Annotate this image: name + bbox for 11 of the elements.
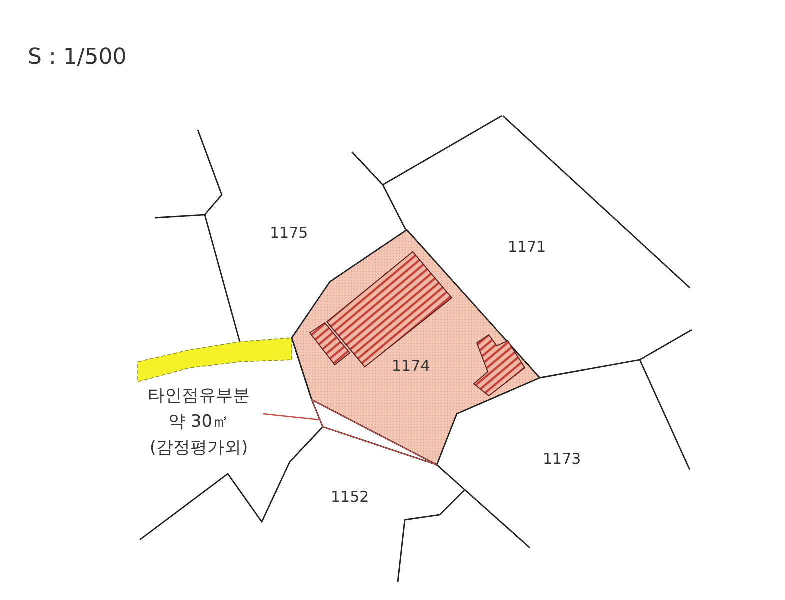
- parcel-number: 1152: [331, 488, 370, 506]
- annotation-line: 타인점유부분: [147, 385, 251, 407]
- annotation-line: 약 30㎡: [167, 411, 231, 433]
- annotation-line: (감정평가외): [148, 437, 250, 459]
- parcel-number: 1174: [392, 357, 430, 375]
- scale-text: S : 1/500: [28, 45, 127, 70]
- parcel-number: 1173: [543, 450, 582, 468]
- excluded-area: [312, 400, 438, 466]
- leader-line: [262, 413, 320, 421]
- parcel-number: 1175: [270, 224, 308, 242]
- parcel-number: 1171: [508, 238, 546, 256]
